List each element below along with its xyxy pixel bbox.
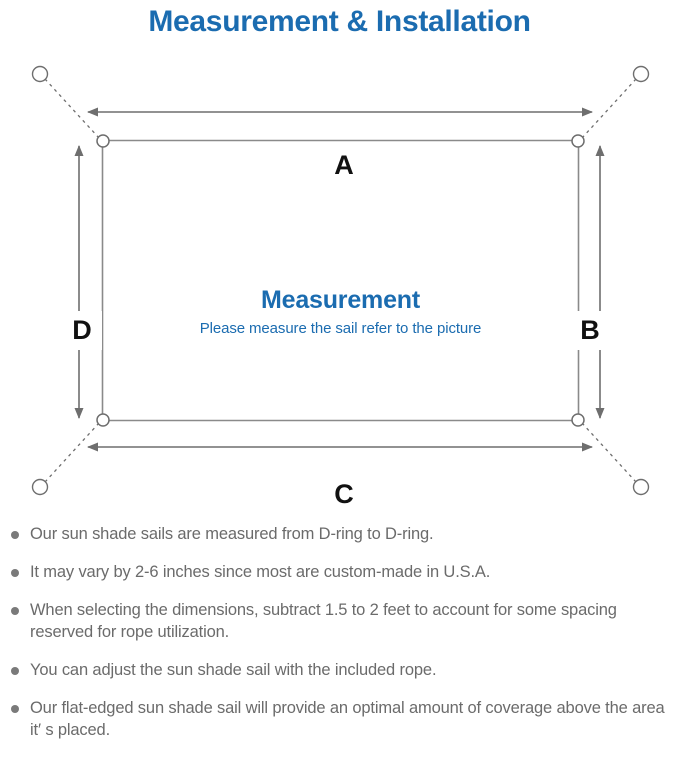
dimension-label-d: D	[62, 311, 102, 350]
rope-top-right	[581, 78, 637, 139]
page-title: Measurement & Installation	[148, 5, 531, 38]
list-item: Our flat-edged sun shade sail will provi…	[0, 698, 679, 742]
measurement-heading: Measurement	[261, 286, 420, 314]
rope-top-left	[44, 78, 100, 139]
measurement-subtitle: Please measure the sail refer to the pic…	[199, 319, 482, 337]
d-ring-top-right	[571, 134, 585, 148]
note-text: It may vary by 2-6 inches since most are…	[30, 562, 491, 581]
diagram-canvas	[31, 65, 650, 496]
dimension-label-b: B	[570, 311, 610, 350]
list-item: You can adjust the sun shade sail with t…	[0, 660, 679, 682]
note-text: Our sun shade sails are measured from D-…	[30, 525, 434, 543]
list-item: When selecting the dimensions, subtract …	[0, 600, 679, 644]
d-ring-top-left	[96, 134, 110, 148]
rope-bottom-left	[44, 422, 100, 483]
d-ring-bottom-left	[96, 413, 110, 427]
bullet-icon	[11, 531, 19, 539]
bullet-icon	[11, 606, 19, 615]
diagram-center-text: Measurement Please measure the sail refe…	[102, 286, 579, 338]
anchor-ring-bottom-right	[632, 478, 650, 496]
anchor-ring-top-left	[31, 65, 49, 83]
note-text: Our flat-edged sun shade sail will provi…	[30, 698, 665, 739]
dimension-label-a: A	[310, 149, 378, 182]
dimension-label-c: C	[310, 478, 378, 511]
note-text: When selecting the dimensions, subtract …	[30, 600, 617, 641]
sail-rectangle	[101, 139, 580, 422]
anchor-ring-bottom-left	[31, 478, 49, 496]
list-item: It may vary by 2-6 inches since most are…	[0, 562, 679, 584]
measurement-diagram: A B C D Measurement Please measure the s…	[0, 50, 679, 515]
rope-bottom-right	[581, 422, 637, 483]
notes-list: Our sun shade sails are measured from D-…	[0, 524, 679, 758]
anchor-ring-top-right	[632, 65, 650, 83]
bullet-icon	[11, 568, 19, 577]
bullet-icon	[11, 704, 19, 713]
list-item: Our sun shade sails are measured from D-…	[0, 524, 679, 546]
d-ring-bottom-right	[571, 413, 585, 427]
note-text: You can adjust the sun shade sail with t…	[30, 660, 437, 679]
bullet-icon	[11, 666, 19, 675]
